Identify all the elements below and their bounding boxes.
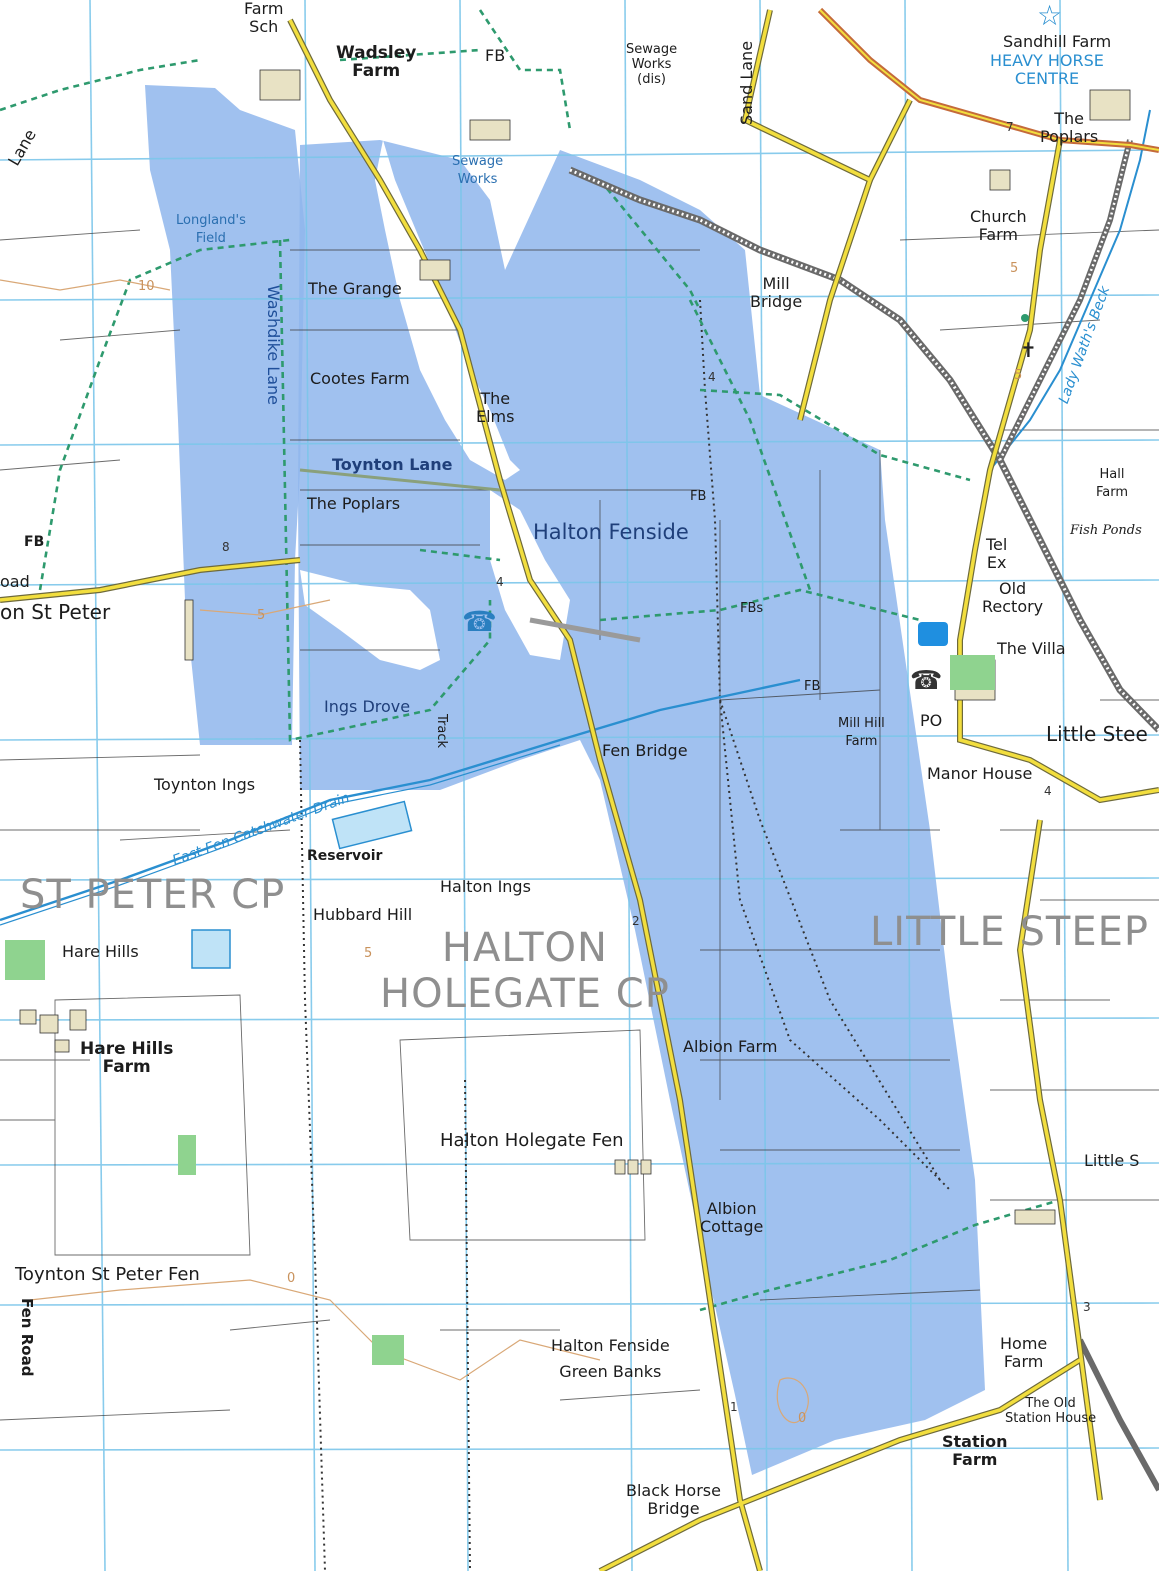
label-old-rectory: Old Rectory [982, 579, 1044, 616]
label-spot-height-4-top: 4 [708, 370, 716, 384]
label-albion-farm: Albion Farm [683, 1037, 778, 1056]
label-fb-east: FB [804, 679, 821, 694]
label-hall-farm: Hall Farm [1096, 467, 1129, 500]
label-halton-holegate-cp: HALTON HOLEGATE CP [380, 925, 670, 1017]
lady-waths-beck [989, 109, 1151, 471]
east-fen-catchwater-drain [0, 678, 801, 922]
label-post-office: PO [920, 711, 943, 730]
label-mill-bridge: Mill Bridge [750, 274, 803, 311]
label-hare-hills-farm: Hare Hills Farm [80, 1039, 174, 1077]
label-the-poplars-ne: The Poplars [1040, 109, 1099, 146]
telephone-icon: ☎ [910, 666, 943, 696]
b-road [817, 7, 1159, 153]
label-fen-bridge: Fen Bridge [602, 741, 688, 760]
label-spot-height-4-mid: 4 [496, 575, 504, 589]
label-st-peter-cp: ST PETER CP [20, 872, 286, 918]
reservoir-basin [331, 800, 413, 850]
label-contour-5-beck: 5 [1014, 368, 1023, 383]
label-the-elms: The Elms [476, 389, 515, 426]
label-mill-hill-farm: Mill Hill Farm [838, 716, 885, 749]
label-on-st-peter: on St Peter [0, 600, 111, 624]
label-the-poplars-w: The Poplars [307, 494, 401, 513]
footpaths [0, 9, 1061, 1312]
church-cross-icon: ✝ [1020, 338, 1037, 362]
label-farm-sch: Farm Sch [244, 0, 284, 36]
label-home-farm: Home Farm [1000, 1334, 1048, 1371]
minor-roads [0, 9, 1159, 1571]
label-the-old-station-house: The Old Station House [1005, 1396, 1097, 1426]
label-fb-left: FB [24, 534, 45, 550]
flood-area [145, 85, 985, 1475]
label-fb-top: FB [485, 46, 506, 65]
flood-area-main [298, 140, 985, 1475]
island-poplars [300, 570, 440, 670]
label-toynton-ings: Toynton Ings [154, 775, 256, 794]
label-fish-ponds: Fish Ponds [1070, 523, 1142, 538]
parish-boundaries [299, 299, 951, 1571]
label-cootes-farm: Cootes Farm [310, 369, 410, 388]
label-sandhill-farm: Sandhill Farm [1003, 32, 1112, 51]
label-contour-0-south: 0 [798, 1411, 807, 1426]
telephone-icon: ☎ [462, 605, 497, 638]
field-boundaries [0, 229, 1159, 1421]
label-contour-5-w: 5 [257, 608, 266, 623]
flood-area-west [145, 85, 305, 745]
pub-mug-icon [918, 622, 948, 646]
label-wadsley-farm: Wadsley Farm [336, 43, 417, 81]
label-contour-5-ne: 5 [1010, 261, 1019, 276]
railway [568, 139, 1159, 1492]
label-sewage-works: Sewage Works [452, 154, 504, 187]
label-heavy-horse-centre: HEAVY HORSE CENTRE [990, 51, 1104, 88]
woodland [5, 655, 995, 1365]
label-spot-height-7: 7 [1006, 120, 1014, 134]
label-fen-road: Fen Road [18, 1298, 36, 1377]
label-tel-ex: Tel Ex [986, 535, 1008, 572]
label-spot-height-2: 2 [632, 914, 640, 928]
label-halton-ings: Halton Ings [440, 877, 531, 896]
label-track: Track [434, 714, 449, 749]
label-albion-cottage: Albion Cottage [700, 1199, 764, 1236]
hare-hills-pond [191, 929, 231, 969]
label-spot-height-8: 8 [222, 540, 230, 554]
label-little-steeping: Little Stee [1046, 722, 1148, 746]
label-halton-fenside: Halton Fenside [533, 520, 689, 544]
label-station-farm: Station Farm [942, 1432, 1008, 1469]
label-fbs: FBs [740, 601, 764, 616]
label-sand-lane: Sand Lane [737, 40, 756, 125]
label-toynton-st-peter-fen: Toynton St Peter Fen [15, 1264, 200, 1285]
label-contour-10: 10 [138, 279, 155, 294]
label-church-farm: Church Farm [970, 207, 1027, 244]
contours [0, 279, 809, 1424]
label-reservoir: Reservoir [307, 848, 383, 864]
label-spot-height-1: 1 [730, 1400, 738, 1414]
label-toynton-lane: Toynton Lane [332, 455, 453, 474]
star-icon: ☆ [1037, 0, 1063, 32]
label-washdike-lane: Washdike Lane [264, 285, 283, 406]
viewpoint-dot-icon [1021, 314, 1029, 322]
label-little-s-east: Little S [1084, 1151, 1140, 1170]
label-road-left: oad [0, 572, 30, 591]
label-hubbard-hill: Hubbard Hill [313, 905, 413, 924]
label-contour-0: 0 [287, 1271, 296, 1286]
label-fb-mid: FB [690, 489, 707, 504]
label-contour-5-hh: 5 [364, 946, 373, 961]
label-halton-fenside-green-banks: Halton Fenside Green Banks [551, 1336, 670, 1381]
label-hare-hills: Hare Hills [62, 942, 139, 961]
label-sewage-works-disused: Sewage Works (dis) [626, 42, 678, 87]
drains [0, 109, 1151, 969]
label-the-villa: The Villa [997, 639, 1066, 658]
label-manor-house: Manor House [927, 764, 1033, 783]
label-halton-holegate-fen: Halton Holegate Fen [440, 1130, 624, 1151]
label-the-grange: The Grange [308, 279, 402, 298]
label-spot-height-4-e: 4 [1044, 784, 1052, 798]
label-black-horse-bridge: Black Horse Bridge [626, 1481, 721, 1518]
label-longlands-field: Longland's Field [176, 213, 246, 246]
label-little-steeping-cp: LITTLE STEEP [870, 909, 1150, 955]
label-spot-height-3: 3 [1083, 1300, 1091, 1314]
label-ings-drove: Ings Drove [324, 697, 411, 716]
